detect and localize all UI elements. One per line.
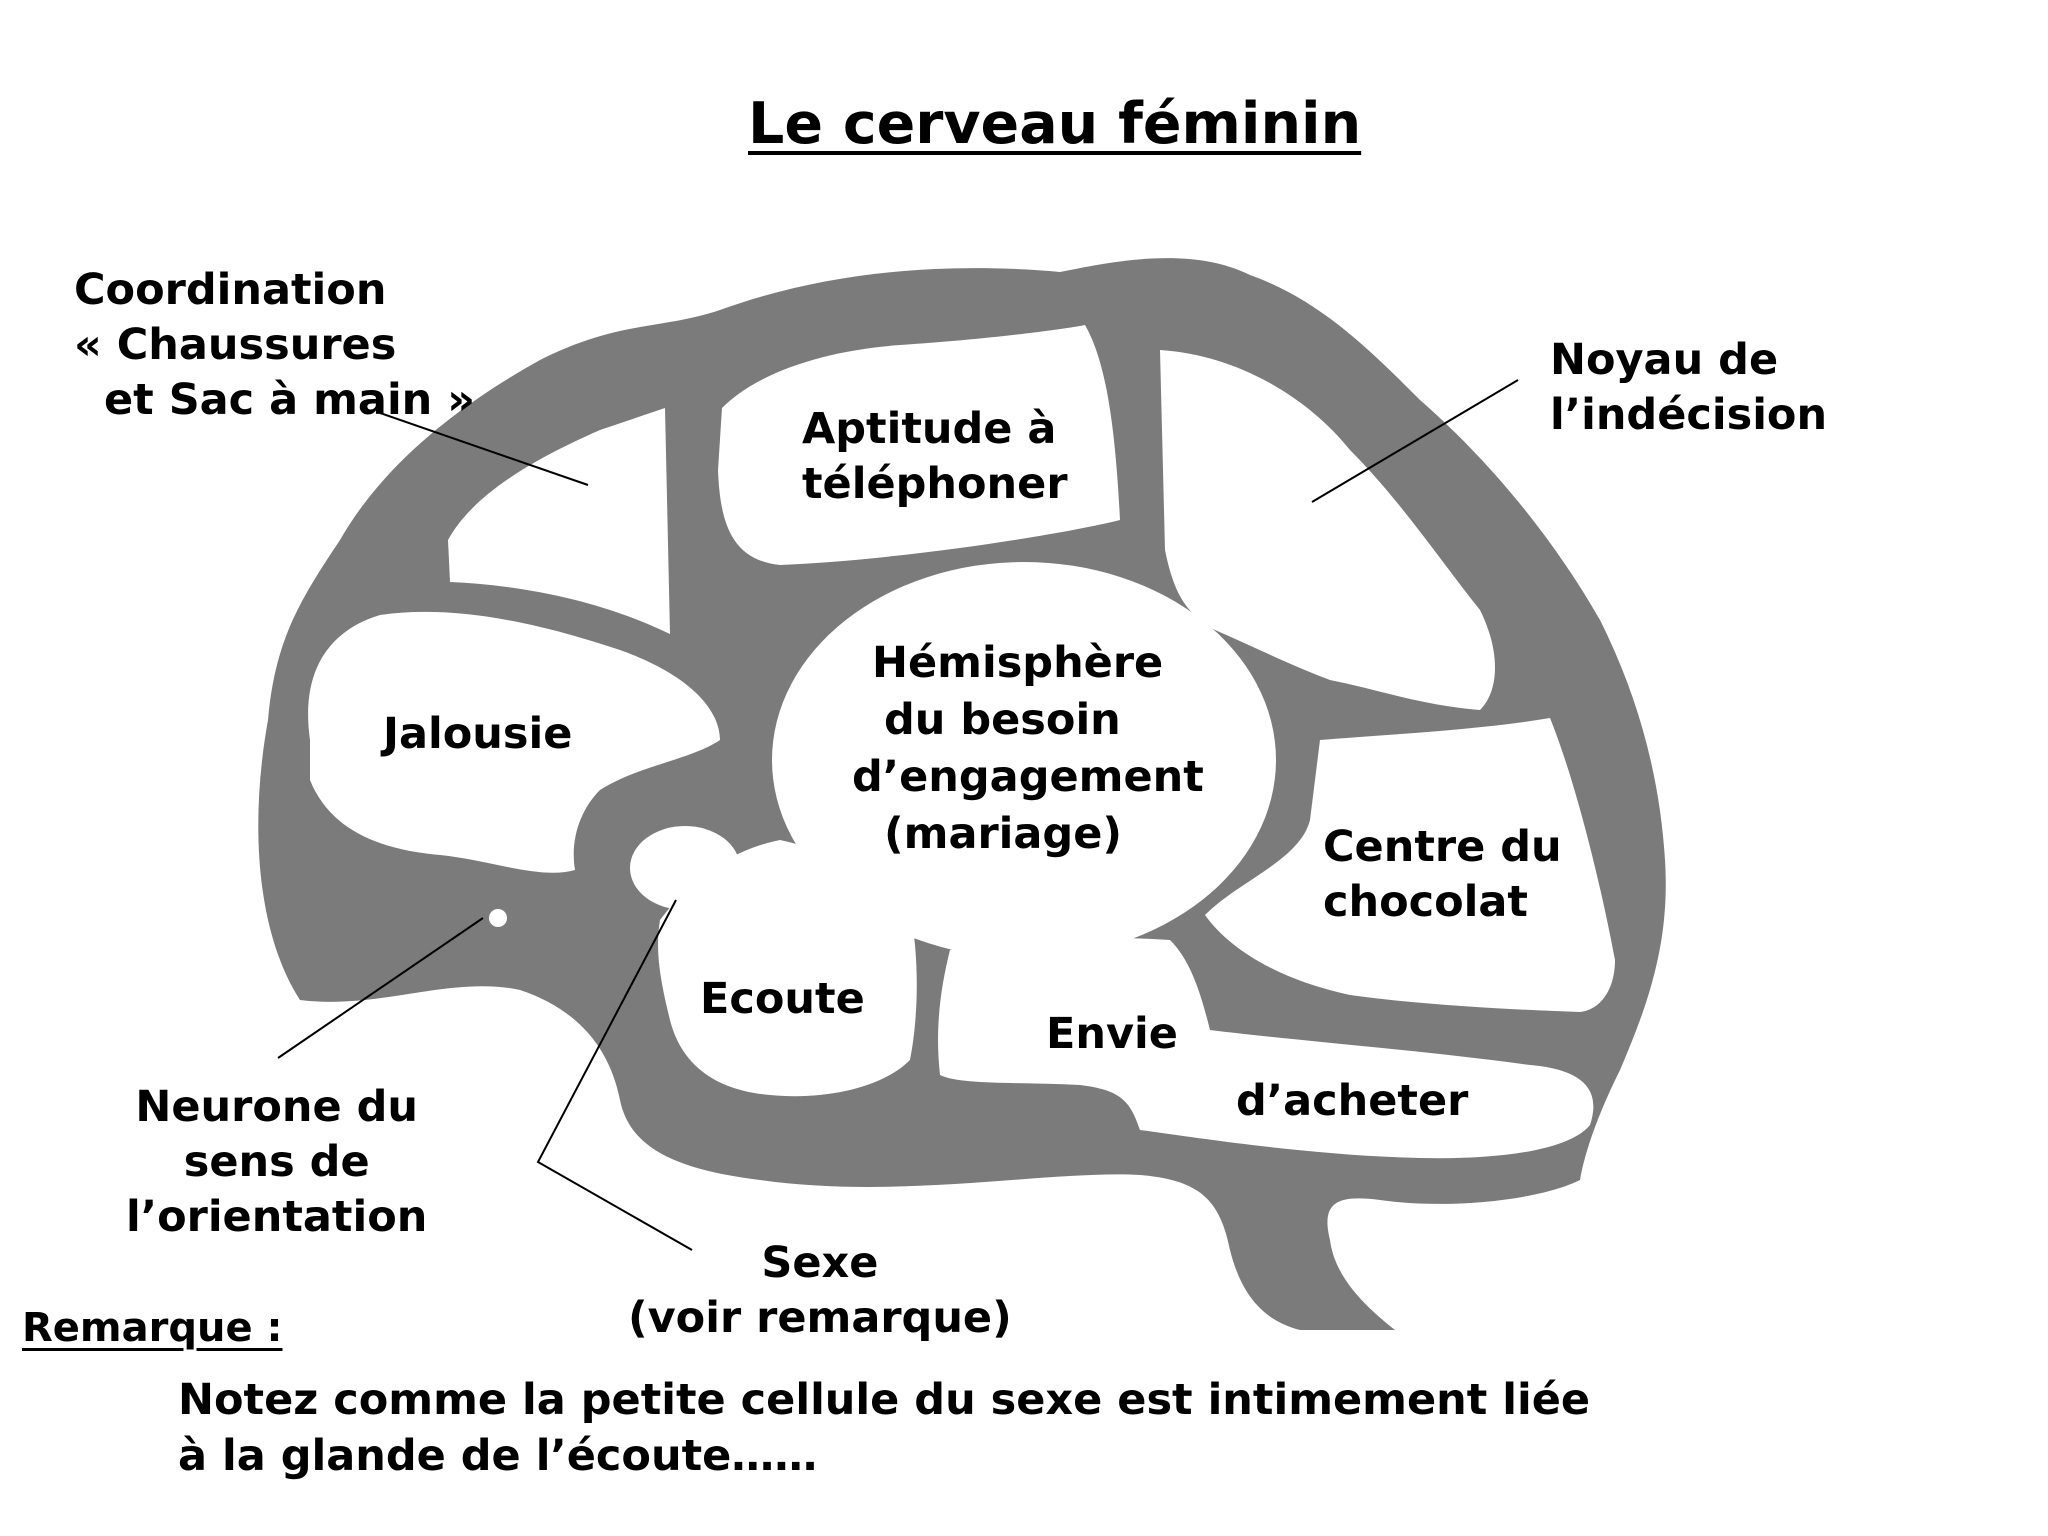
- label-telephoner-line-1: Aptitude à: [802, 404, 1057, 454]
- leader-line-sexe: [536, 899, 693, 1251]
- label-acheter: d’acheter: [1236, 1076, 1469, 1126]
- label-sexe-line-1: Sexe: [761, 1238, 879, 1288]
- leader-lines: [277, 379, 1519, 1251]
- label-engagement-line-3: d’engagement: [852, 752, 1204, 802]
- region-indecision: [1160, 350, 1495, 710]
- label-chocolat: Centre du chocolat: [1323, 820, 1562, 930]
- label-indecision-line-2: l’indécision: [1550, 390, 1828, 440]
- label-engagement: Hémisphère du besoin d’engagement (maria…: [852, 635, 1204, 863]
- remark-text: Notez comme la petite cellule du sexe es…: [178, 1372, 1590, 1484]
- label-jalousie: Jalousie: [383, 709, 573, 759]
- page-title: Le cerveau féminin: [748, 91, 1362, 157]
- region-telephoner: [718, 325, 1120, 565]
- label-engagement-line-4: (mariage): [884, 809, 1123, 859]
- remark-text-line-2: à la glande de l’écoute……: [178, 1431, 818, 1481]
- label-sexe: Sexe (voir remarque): [628, 1236, 1012, 1346]
- label-coordination-line-2: « Chaussures: [74, 320, 397, 370]
- label-orientation: Neurone du sens de l’orientation: [126, 1080, 427, 1245]
- label-telephoner: Aptitude à téléphoner: [802, 402, 1068, 512]
- region-coordination: [448, 408, 670, 634]
- label-engagement-line-2: du besoin: [884, 695, 1121, 745]
- label-coordination-line-1: Coordination: [74, 265, 387, 315]
- region-orientation: [489, 909, 507, 927]
- region-sexe: [630, 826, 740, 910]
- remark-title: Remarque :: [22, 1305, 283, 1351]
- label-chocolat-line-1: Centre du: [1323, 822, 1562, 872]
- leader-line-coordination: [379, 412, 589, 486]
- region-envie-acheter: [938, 938, 1594, 1159]
- leader-line-indecision: [1311, 379, 1519, 503]
- label-sexe-line-2: (voir remarque): [628, 1293, 1012, 1343]
- label-chocolat-line-2: chocolat: [1323, 877, 1528, 927]
- label-engagement-line-1: Hémisphère: [872, 638, 1164, 688]
- label-indecision: Noyau de l’indécision: [1550, 333, 1827, 443]
- label-telephoner-line-2: téléphoner: [802, 459, 1068, 509]
- label-orientation-line-1: Neurone du: [135, 1082, 418, 1132]
- label-coordination-line-3: et Sac à main »: [104, 375, 476, 425]
- label-ecoute: Ecoute: [700, 974, 865, 1024]
- label-orientation-line-3: l’orientation: [126, 1192, 428, 1242]
- label-envie: Envie: [1046, 1009, 1178, 1059]
- remark-text-line-1: Notez comme la petite cellule du sexe es…: [178, 1375, 1591, 1425]
- label-coordination: Coordination « Chaussures et Sac à main …: [74, 263, 475, 428]
- label-orientation-line-2: sens de: [183, 1137, 370, 1187]
- label-indecision-line-1: Noyau de: [1550, 335, 1779, 385]
- region-chocolat: [1205, 718, 1615, 1012]
- leader-line-orientation: [277, 917, 484, 1059]
- region-engagement: [772, 562, 1276, 958]
- region-jalousie: [308, 611, 720, 873]
- region-ecoute: [658, 840, 917, 1097]
